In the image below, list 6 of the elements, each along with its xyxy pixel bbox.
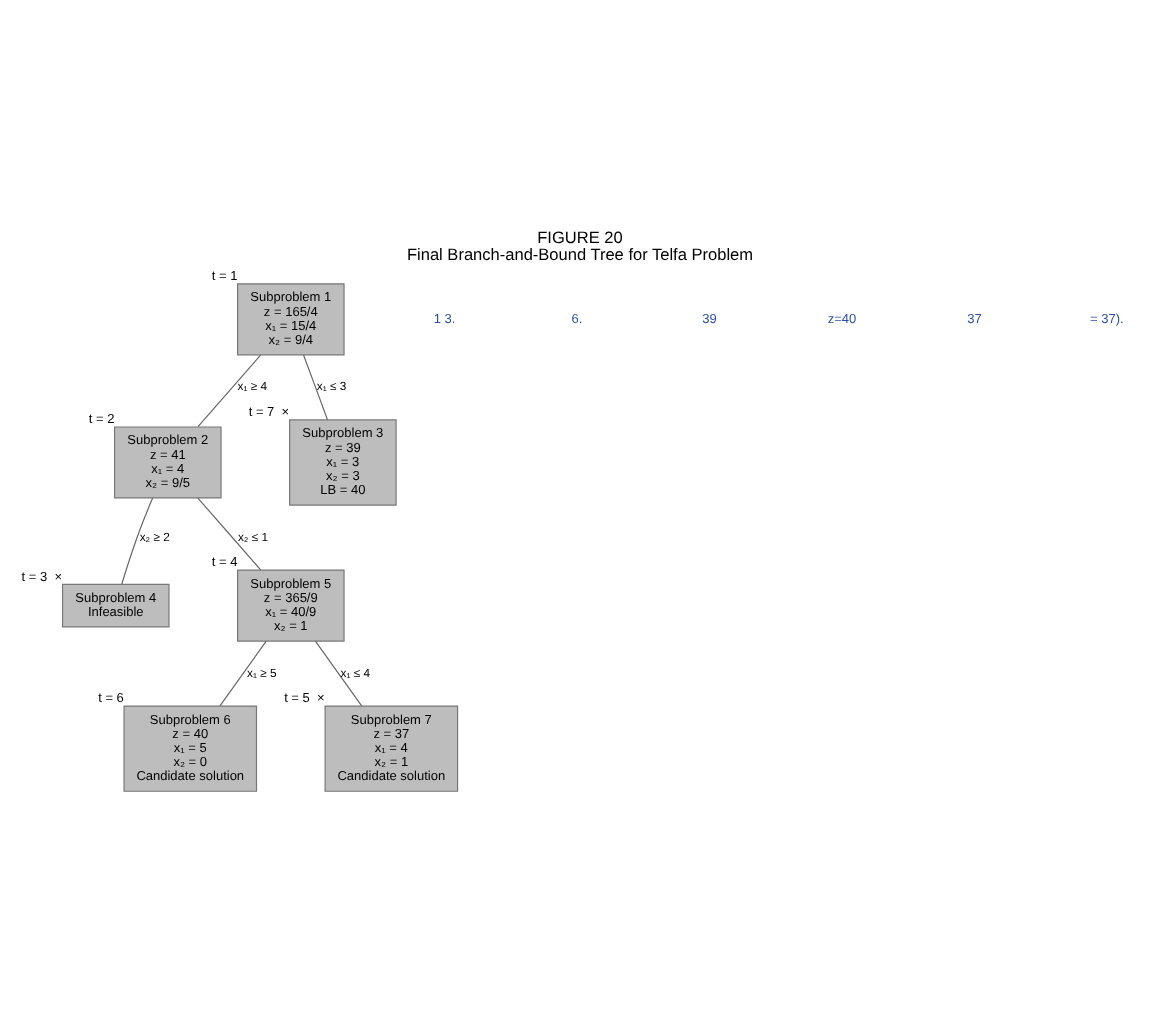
connector bbox=[314, 640, 363, 707]
connector bbox=[197, 354, 262, 428]
connector bbox=[121, 497, 154, 585]
connector bbox=[197, 497, 262, 571]
connector bbox=[219, 640, 267, 707]
connector bbox=[302, 354, 329, 421]
